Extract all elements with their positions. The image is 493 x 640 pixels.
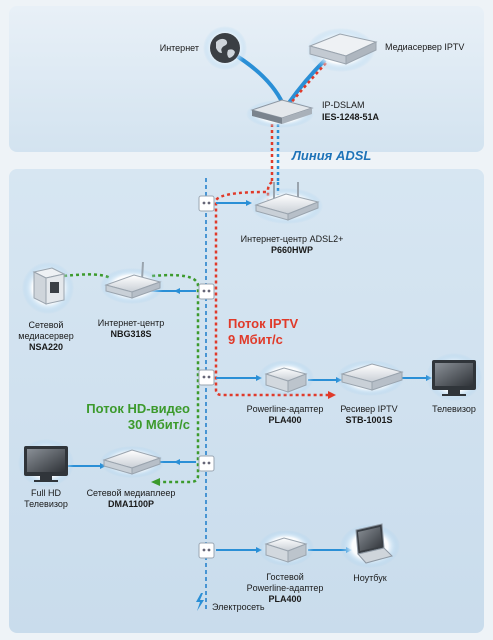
nsa-label-2: медиасервер bbox=[18, 331, 73, 341]
media-server-label: Медиасервер IPTV bbox=[385, 42, 464, 52]
tv-label: Телевизор bbox=[432, 404, 476, 414]
nbg318s-icon bbox=[100, 261, 164, 304]
fullhd-tv-icon bbox=[18, 439, 74, 487]
adsl-modem-icon bbox=[251, 182, 323, 224]
dma-model: DMA1100P bbox=[108, 499, 154, 509]
nbg-model: NBG318S bbox=[110, 329, 151, 339]
dslam-icon bbox=[246, 99, 314, 128]
globe-icon bbox=[203, 26, 247, 70]
stb-receiver-icon bbox=[336, 360, 404, 396]
guest-label-2: Powerline-адаптер bbox=[247, 583, 324, 593]
nsa-label-1: Сетевой bbox=[29, 320, 64, 330]
labels: Интернет Медиасервер IPTV IP-DSLAM IES-1… bbox=[18, 42, 476, 612]
lightning-icon bbox=[196, 593, 204, 611]
guest-pla400-icon bbox=[258, 530, 314, 566]
wall-socket-3 bbox=[198, 369, 215, 386]
adsl-line-label: Линия ADSL bbox=[291, 148, 371, 163]
adsl-center-model: P660HWP bbox=[271, 245, 313, 255]
hd-flow-label: Поток HD-видео bbox=[86, 401, 190, 416]
media-server-icon bbox=[307, 28, 378, 72]
nsa-model: NSA220 bbox=[29, 342, 63, 352]
hd-flow-rate: 30 Мбит/с bbox=[128, 417, 190, 432]
adsl-center-label: Интернет-центр ADSL2+ bbox=[241, 234, 344, 244]
stb-label: Ресивер IPTV bbox=[340, 404, 397, 414]
nbg-label: Интернет-центр bbox=[98, 318, 164, 328]
stb-model: STB-1001S bbox=[345, 415, 392, 425]
internet-label: Интернет bbox=[160, 43, 199, 53]
guest-label-1: Гостевой bbox=[266, 572, 304, 582]
laptop-icon bbox=[340, 523, 400, 568]
pla400-icon bbox=[258, 360, 314, 396]
iptv-flow-label: Поток IPTV bbox=[228, 316, 298, 331]
wall-socket-2 bbox=[198, 283, 215, 300]
guest-model: PLA400 bbox=[268, 594, 301, 604]
fullhd-label-2: Телевизор bbox=[24, 499, 68, 509]
dslam-model: IES-1248-51A bbox=[322, 112, 380, 122]
hd-arrow bbox=[151, 478, 160, 486]
iptv-flow-rate: 9 Мбит/с bbox=[228, 332, 283, 347]
dma1100p-icon bbox=[100, 446, 164, 478]
wall-socket-1 bbox=[198, 195, 215, 212]
nsa220-icon bbox=[22, 262, 74, 314]
adsl-link bbox=[266, 181, 280, 200]
dma-label: Сетевой медиаплеер bbox=[87, 488, 176, 498]
pla-model: PLA400 bbox=[268, 415, 301, 425]
iptv-arrow bbox=[328, 391, 336, 399]
wall-socket-4 bbox=[198, 455, 215, 472]
power-label: Электросеть bbox=[212, 602, 265, 612]
tv-icon bbox=[426, 353, 482, 401]
wall-socket-5 bbox=[198, 542, 215, 559]
dslam-label: IP-DSLAM bbox=[322, 100, 365, 110]
notebook-label: Ноутбук bbox=[353, 573, 386, 583]
fullhd-label-1: Full HD bbox=[31, 488, 62, 498]
provider-panel bbox=[9, 6, 484, 152]
pla-label: Powerline-адаптер bbox=[247, 404, 324, 414]
iptv-flow-path bbox=[214, 190, 330, 397]
